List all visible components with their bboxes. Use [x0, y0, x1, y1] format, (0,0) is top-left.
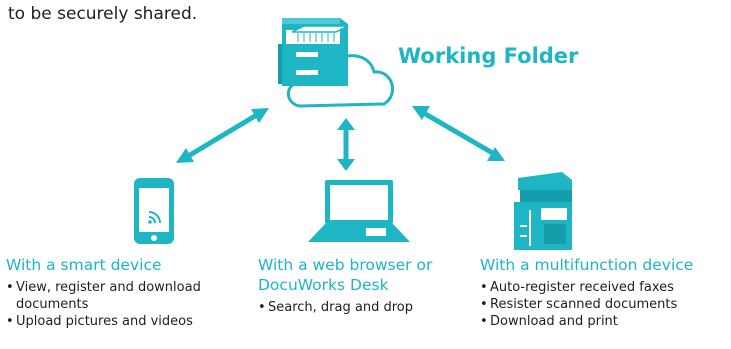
intro-text: to be securely shared. [8, 4, 198, 24]
web-browser-section: With a web browser or DocuWorks Desk Sea… [258, 255, 468, 316]
multifunction-printer-icon [514, 172, 572, 250]
filing-cabinet-icon [278, 18, 349, 86]
section-title: With a multifunction device [480, 256, 694, 274]
section-title: With a smart device [6, 256, 162, 274]
list-item: Upload pictures and videos [6, 313, 236, 330]
feature-list: Auto-register received faxes Resister sc… [480, 279, 730, 330]
list-item: Auto-register received faxes [480, 279, 730, 296]
list-item: Resister scanned documents [480, 296, 730, 313]
list-item: Search, drag and drop [258, 299, 468, 316]
smart-device-section: With a smart device View, register and d… [6, 255, 236, 330]
smartphone-icon [134, 178, 174, 244]
list-item: View, register and download documents [6, 279, 236, 313]
laptop-icon [308, 180, 410, 242]
feature-list: Search, drag and drop [258, 299, 468, 316]
feature-list: View, register and download documents Up… [6, 279, 236, 330]
list-item: Download and print [480, 313, 730, 330]
section-title: With a web browser or DocuWorks Desk [258, 256, 433, 294]
connection-arrows [176, 106, 505, 171]
working-folder-title: Working Folder [398, 44, 579, 68]
multifunction-device-section: With a multifunction device Auto-registe… [480, 255, 730, 330]
